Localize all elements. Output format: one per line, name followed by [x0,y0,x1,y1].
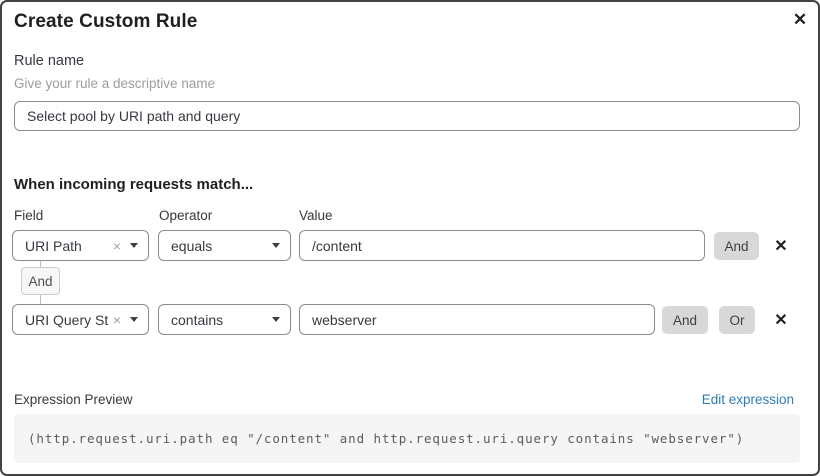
dialog-title: Create Custom Rule [14,11,198,32]
value-input-row1[interactable] [299,230,705,261]
connector-line-top [40,261,41,267]
field-select-row2-value: URI Query St... [25,311,109,328]
rule-name-label: Rule name [14,53,85,69]
operator-select-row2[interactable]: contains [158,304,291,335]
expression-preview-label: Expression Preview [14,392,133,407]
chevron-down-icon [130,317,138,322]
operator-select-row2-value: contains [171,311,224,328]
and-connector-badge: And [21,267,60,295]
expression-code: (http.request.uri.path eq "/content" and… [14,414,800,463]
value-column-label: Value [299,208,333,223]
rule-name-input[interactable] [14,101,800,131]
operator-select-row1-value: equals [171,237,213,254]
chevron-down-icon [272,243,280,248]
chevron-down-icon [130,243,138,248]
delete-row1-icon[interactable]: ✕ [769,233,793,259]
connector-line-bottom [40,295,41,304]
rule-name-hint: Give your rule a descriptive name [14,76,216,91]
and-button-row2[interactable]: And [662,306,708,334]
field-select-row2[interactable]: URI Query St... × [12,304,149,335]
and-button-row1[interactable]: And [714,232,759,260]
value-input-row2[interactable] [299,304,655,335]
edit-expression-link[interactable]: Edit expression [701,392,794,407]
clear-field-icon[interactable]: × [112,237,121,254]
chevron-down-icon [272,317,280,322]
field-select-row1[interactable]: URI Path × [12,230,149,261]
field-column-label: Field [14,208,44,223]
clear-field-icon[interactable]: × [112,311,121,328]
operator-column-label: Operator [159,208,213,223]
delete-row2-icon[interactable]: ✕ [769,307,793,333]
close-icon[interactable]: ✕ [787,7,813,33]
field-select-row1-value: URI Path [25,237,82,254]
operator-select-row1[interactable]: equals [158,230,291,261]
match-section-heading: When incoming requests match... [14,176,254,193]
or-button-row2[interactable]: Or [719,306,755,334]
